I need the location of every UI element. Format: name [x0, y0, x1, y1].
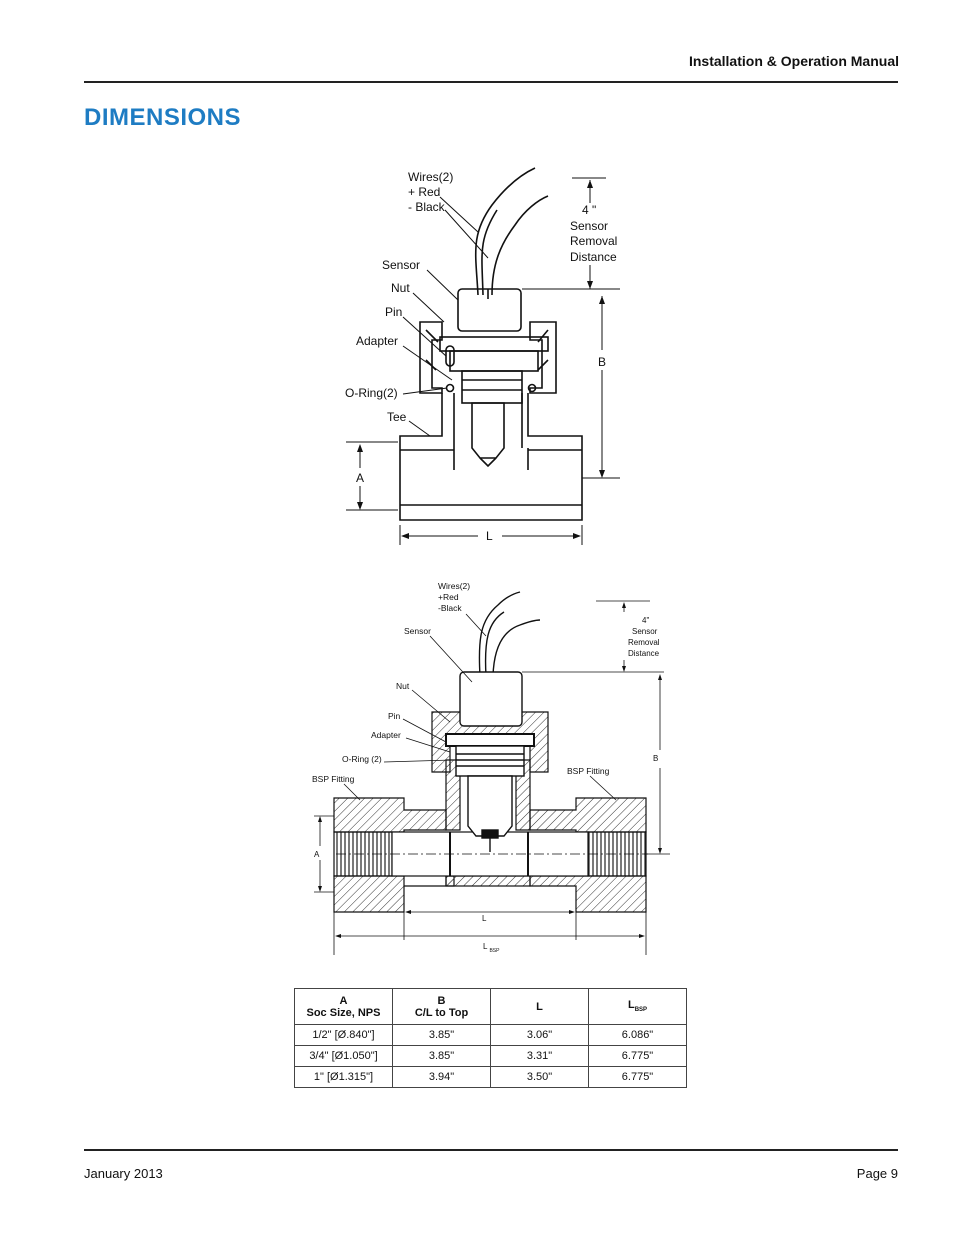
fig2-dim-b: B — [653, 754, 658, 763]
header-rule — [84, 81, 898, 83]
table-cell: 1" [Ø1.315"] — [294, 1066, 393, 1088]
footer-page-number: Page 9 — [856, 1166, 898, 1181]
fig1-wires-red: + Red — [408, 185, 440, 199]
fig2-nut-label: Nut — [396, 681, 410, 691]
fig1-tee-label: Tee — [387, 410, 407, 424]
fig2-wires-label: Wires(2) — [438, 581, 470, 591]
fig1-wires-black: - Black — [408, 200, 446, 214]
table-cell: 3/4" [Ø1.050"] — [294, 1045, 393, 1067]
table-row: 1" [Ø1.315"] 3.94" 3.50" 6.775" — [294, 1066, 687, 1088]
footer-rule — [84, 1149, 898, 1151]
fig1-adapter-label: Adapter — [356, 334, 398, 348]
footer-date: January 2013 — [84, 1166, 163, 1181]
fig1-removal-removal: Removal — [570, 234, 617, 248]
fig1-pin-label: Pin — [385, 305, 402, 319]
fig1-oring-label: O-Ring(2) — [345, 386, 398, 400]
table-cell: 6.775" — [588, 1045, 687, 1067]
fig1-sensor-label: Sensor — [382, 258, 420, 272]
col-header-lbsp: LBSP — [588, 988, 687, 1025]
fig1-dim-a: A — [356, 471, 364, 485]
table-cell: 6.086" — [588, 1024, 687, 1046]
table-cell: 3.06" — [490, 1024, 589, 1046]
table-row: 3/4" [Ø1.050"] 3.85" 3.31" 6.775" — [294, 1045, 687, 1067]
table-cell: 3.85" — [392, 1045, 491, 1067]
fig1-dim-l: L — [486, 529, 493, 543]
table-cell: 1/2" [Ø.840"] — [294, 1024, 393, 1046]
fig2-wires-red: +Red — [438, 592, 459, 602]
table-cell: 6.775" — [588, 1066, 687, 1088]
fig1-removal-dim: 4 " — [582, 203, 596, 217]
table-cell: 3.50" — [490, 1066, 589, 1088]
fig2-wires-black: -Black — [438, 603, 462, 613]
fig1-removal-sensor: Sensor — [570, 219, 608, 233]
sensor-diagram-npt: Wires(2) + Red - Black 4 " Sensor Remova… — [345, 167, 620, 545]
fig2-removal-dim: 4" — [642, 616, 649, 625]
fig2-bsp-left-label: BSP Fitting — [312, 774, 355, 784]
col-header-l: L — [490, 988, 589, 1025]
fig2-removal-removal: Removal — [628, 638, 660, 647]
fig2-removal-distance: Distance — [628, 649, 660, 658]
fig2-dim-a: A — [314, 850, 320, 859]
fig2-sensor-label: Sensor — [404, 626, 431, 636]
fig1-wires-label: Wires(2) — [408, 170, 453, 184]
table-cell: 3.94" — [392, 1066, 491, 1088]
fig2-bsp-right-label: BSP Fitting — [567, 766, 610, 776]
sensor-diagram-bsp: Wires(2) +Red -Black 4" Sensor Removal D… — [312, 581, 670, 955]
page-title: DIMENSIONS — [84, 104, 242, 131]
fig1-dim-b: B — [598, 355, 606, 369]
table-cell: 3.85" — [392, 1024, 491, 1046]
fig2-oring-label: O-Ring (2) — [342, 754, 382, 764]
table-cell: 3.31" — [490, 1045, 589, 1067]
fig1-removal-distance: Distance — [570, 250, 617, 264]
fig2-dim-l: L — [482, 914, 487, 923]
fig2-adapter-label: Adapter — [371, 730, 401, 740]
header-title: Installation & Operation Manual — [688, 53, 899, 69]
fig2-pin-label: Pin — [388, 711, 401, 721]
table-row: 1/2" [Ø.840"] 3.85" 3.06" 6.086" — [294, 1024, 687, 1046]
fig2-removal-sensor: Sensor — [632, 627, 658, 636]
fig1-nut-label: Nut — [391, 281, 410, 295]
